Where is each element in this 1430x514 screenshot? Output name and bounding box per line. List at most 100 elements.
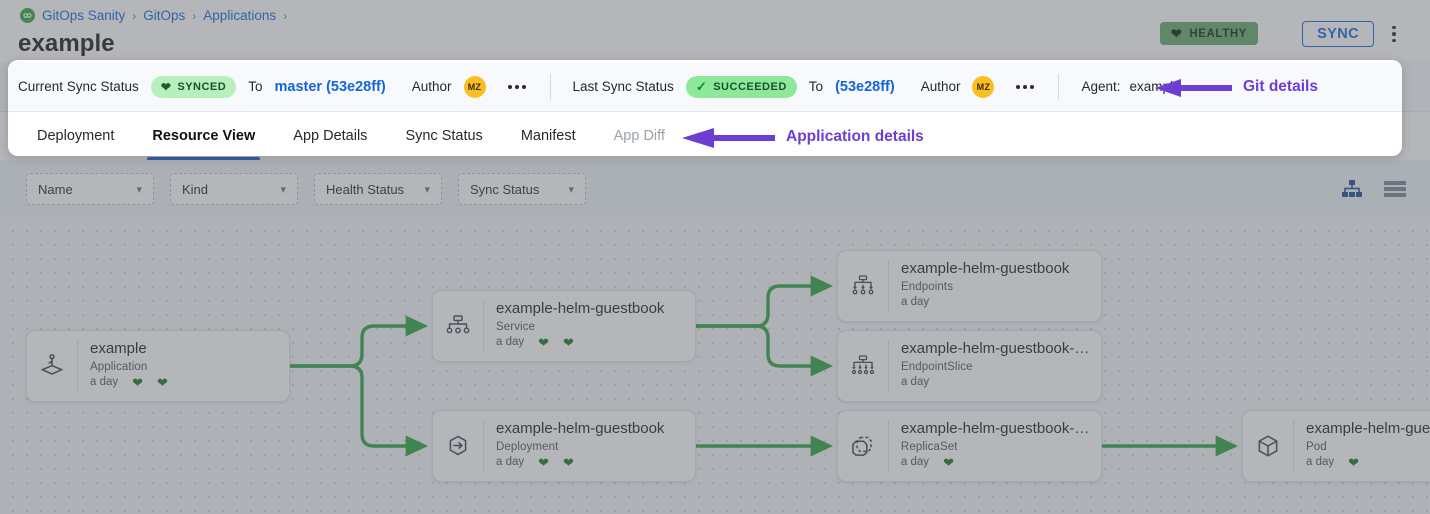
graph-edges bbox=[288, 275, 1239, 457]
more-horizontal-icon[interactable] bbox=[1014, 81, 1036, 93]
health-heart-icon: ❤ bbox=[943, 454, 954, 470]
graph-node-age: a day bbox=[1306, 456, 1335, 469]
graph-node-kind: Application bbox=[90, 360, 148, 373]
breadcrumb: GitOps Sanity › GitOps › Applications › bbox=[20, 8, 287, 23]
tab-app-details[interactable]: App Details bbox=[293, 128, 368, 144]
resource-graph-canvas[interactable]: example Application a day ❤ ❤ bbox=[0, 218, 1430, 514]
graph-node-meta: a day ❤ bbox=[901, 456, 1091, 469]
heart-icon: ❤ bbox=[1170, 26, 1183, 41]
divider bbox=[483, 420, 484, 472]
graph-node-application[interactable]: example Application a day ❤ ❤ bbox=[26, 330, 290, 402]
annotation-arrow-application-details bbox=[682, 128, 775, 148]
graph-node-age: a day bbox=[496, 456, 525, 469]
filter-kind[interactable]: Kind ▾ bbox=[170, 173, 298, 205]
breadcrumb-separator: › bbox=[132, 8, 137, 23]
gitops-sanity-logo-icon bbox=[20, 8, 35, 23]
current-sync-revision-link[interactable]: master (53e28ff) bbox=[274, 78, 386, 95]
highlight-panel: Current Sync Status ❤ SYNCED To master (… bbox=[8, 60, 1402, 156]
page-title: example bbox=[18, 30, 115, 57]
status-badge-health: ❤ HEALTHY bbox=[1159, 22, 1258, 45]
tab-deployment[interactable]: Deployment bbox=[37, 128, 115, 144]
avatar: MZ bbox=[972, 75, 995, 98]
graph-node-name: example-helm-guest bbox=[1306, 420, 1430, 437]
view-toggle-group bbox=[1342, 180, 1406, 198]
filter-sync-status-label: Sync Status bbox=[470, 181, 540, 197]
list-view-icon[interactable] bbox=[1384, 180, 1406, 198]
graph-node-age: a day bbox=[901, 295, 930, 308]
graph-node-age: a day bbox=[496, 336, 525, 349]
divider bbox=[1058, 73, 1060, 100]
filter-name[interactable]: Name ▾ bbox=[26, 173, 154, 205]
graph-node-name: example-helm-guestbook bbox=[496, 300, 665, 317]
tab-manifest[interactable]: Manifest bbox=[520, 128, 576, 144]
last-sync-status-group: Last Sync Status ✓ SUCCEEDED To (53e28ff… bbox=[572, 75, 1037, 98]
endpointslice-icon bbox=[838, 331, 888, 401]
last-sync-status-label: Last Sync Status bbox=[572, 79, 674, 94]
health-heart-icon: ❤ bbox=[538, 334, 550, 350]
breadcrumb-item-2[interactable]: Applications bbox=[203, 8, 277, 23]
graph-node-name: example-helm-guestbook-ct… bbox=[900, 340, 1091, 357]
breadcrumb-item-0[interactable]: GitOps Sanity bbox=[42, 8, 126, 23]
graph-node-meta: a day bbox=[901, 376, 1091, 388]
graph-node-deployment[interactable]: example-helm-guestbook Deployment a day … bbox=[432, 410, 696, 482]
breadcrumb-item-1[interactable]: GitOps bbox=[143, 8, 186, 23]
chevron-down-icon: ▾ bbox=[568, 183, 574, 196]
filter-sync-status[interactable]: Sync Status ▾ bbox=[458, 173, 586, 205]
graph-node-body: example Application a day ❤ ❤ bbox=[78, 331, 289, 401]
graph-node-body: example-helm-guestbook Deployment a day … bbox=[484, 411, 695, 481]
tab-resource-view[interactable]: Resource View bbox=[133, 112, 274, 156]
graph-node-meta: a day ❤ bbox=[1306, 456, 1430, 469]
graph-node-pod[interactable]: example-helm-guest Pod a day ❤ bbox=[1242, 410, 1430, 482]
graph-node-replicaset[interactable]: example-helm-guestbook-74… ReplicaSet a … bbox=[837, 410, 1102, 482]
graph-node-body: example-helm-guestbook-ct… EndpointSlice… bbox=[889, 331, 1101, 401]
last-sync-to-label: To bbox=[808, 79, 824, 94]
current-sync-status-group: Current Sync Status ❤ SYNCED To master (… bbox=[18, 75, 528, 98]
deployment-icon bbox=[433, 411, 483, 481]
graph-node-service[interactable]: example-helm-guestbook Service a day ❤ ❤ bbox=[432, 290, 696, 362]
graph-node-meta: a day ❤ ❤ bbox=[496, 336, 685, 349]
breadcrumb-separator: › bbox=[192, 8, 197, 23]
filter-health-status[interactable]: Health Status ▾ bbox=[314, 173, 442, 205]
health-heart-icon: ❤ bbox=[538, 454, 550, 470]
graph-node-kind: Pod bbox=[1306, 440, 1327, 453]
health-heart-icon: ❤ bbox=[1348, 454, 1360, 470]
sync-button[interactable]: SYNC bbox=[1302, 21, 1374, 47]
more-horizontal-icon[interactable] bbox=[506, 81, 528, 93]
divider bbox=[888, 420, 889, 472]
status-badge-succeeded: ✓ SUCCEEDED bbox=[685, 75, 797, 98]
graph-node-kind: Endpoints bbox=[901, 280, 954, 293]
heart-icon: ❤ bbox=[160, 79, 172, 94]
last-sync-revision-link[interactable]: (53e28ff) bbox=[835, 78, 895, 95]
divider bbox=[77, 340, 78, 392]
current-sync-to-label: To bbox=[248, 79, 263, 94]
graph-node-age: a day bbox=[90, 376, 119, 389]
breadcrumb-separator: › bbox=[283, 8, 288, 23]
current-sync-status-label: Current Sync Status bbox=[18, 79, 139, 94]
graph-node-meta: a day ❤ ❤ bbox=[90, 376, 279, 389]
graph-node-endpoints[interactable]: example-helm-guestbook Endpoints a day bbox=[837, 250, 1102, 322]
tab-app-diff[interactable]: App Diff bbox=[613, 128, 665, 144]
more-vertical-icon[interactable] bbox=[1384, 21, 1404, 47]
avatar: MZ bbox=[463, 75, 486, 98]
chevron-down-icon: ▾ bbox=[136, 183, 142, 196]
annotation-label-application-details: Application details bbox=[786, 128, 924, 145]
graph-node-kind: Deployment bbox=[496, 440, 559, 453]
divider bbox=[483, 300, 484, 352]
pod-icon bbox=[1243, 411, 1293, 481]
graph-node-body: example-helm-guestbook Endpoints a day bbox=[889, 251, 1101, 321]
graph-node-name: example-helm-guestbook bbox=[496, 420, 665, 437]
annotation-label-git-details: Git details bbox=[1243, 78, 1318, 95]
tree-view-icon[interactable] bbox=[1342, 180, 1362, 198]
graph-node-endpointslice[interactable]: example-helm-guestbook-ct… EndpointSlice… bbox=[837, 330, 1102, 402]
check-circle-icon: ✓ bbox=[695, 79, 708, 94]
annotation-arrow-git-details bbox=[1155, 79, 1232, 97]
graph-node-age: a day bbox=[900, 375, 930, 388]
filter-kind-label: Kind bbox=[182, 181, 209, 197]
health-label: HEALTHY bbox=[1189, 27, 1247, 40]
tab-sync-status[interactable]: Sync Status bbox=[405, 128, 483, 144]
graph-node-kind: Service bbox=[496, 320, 536, 333]
current-sync-author-label: Author bbox=[411, 79, 452, 94]
app-info-bar-highlight: Current Sync Status ❤ SYNCED To master (… bbox=[8, 62, 1402, 112]
graph-node-body: example-helm-guest Pod a day ❤ bbox=[1294, 411, 1430, 481]
